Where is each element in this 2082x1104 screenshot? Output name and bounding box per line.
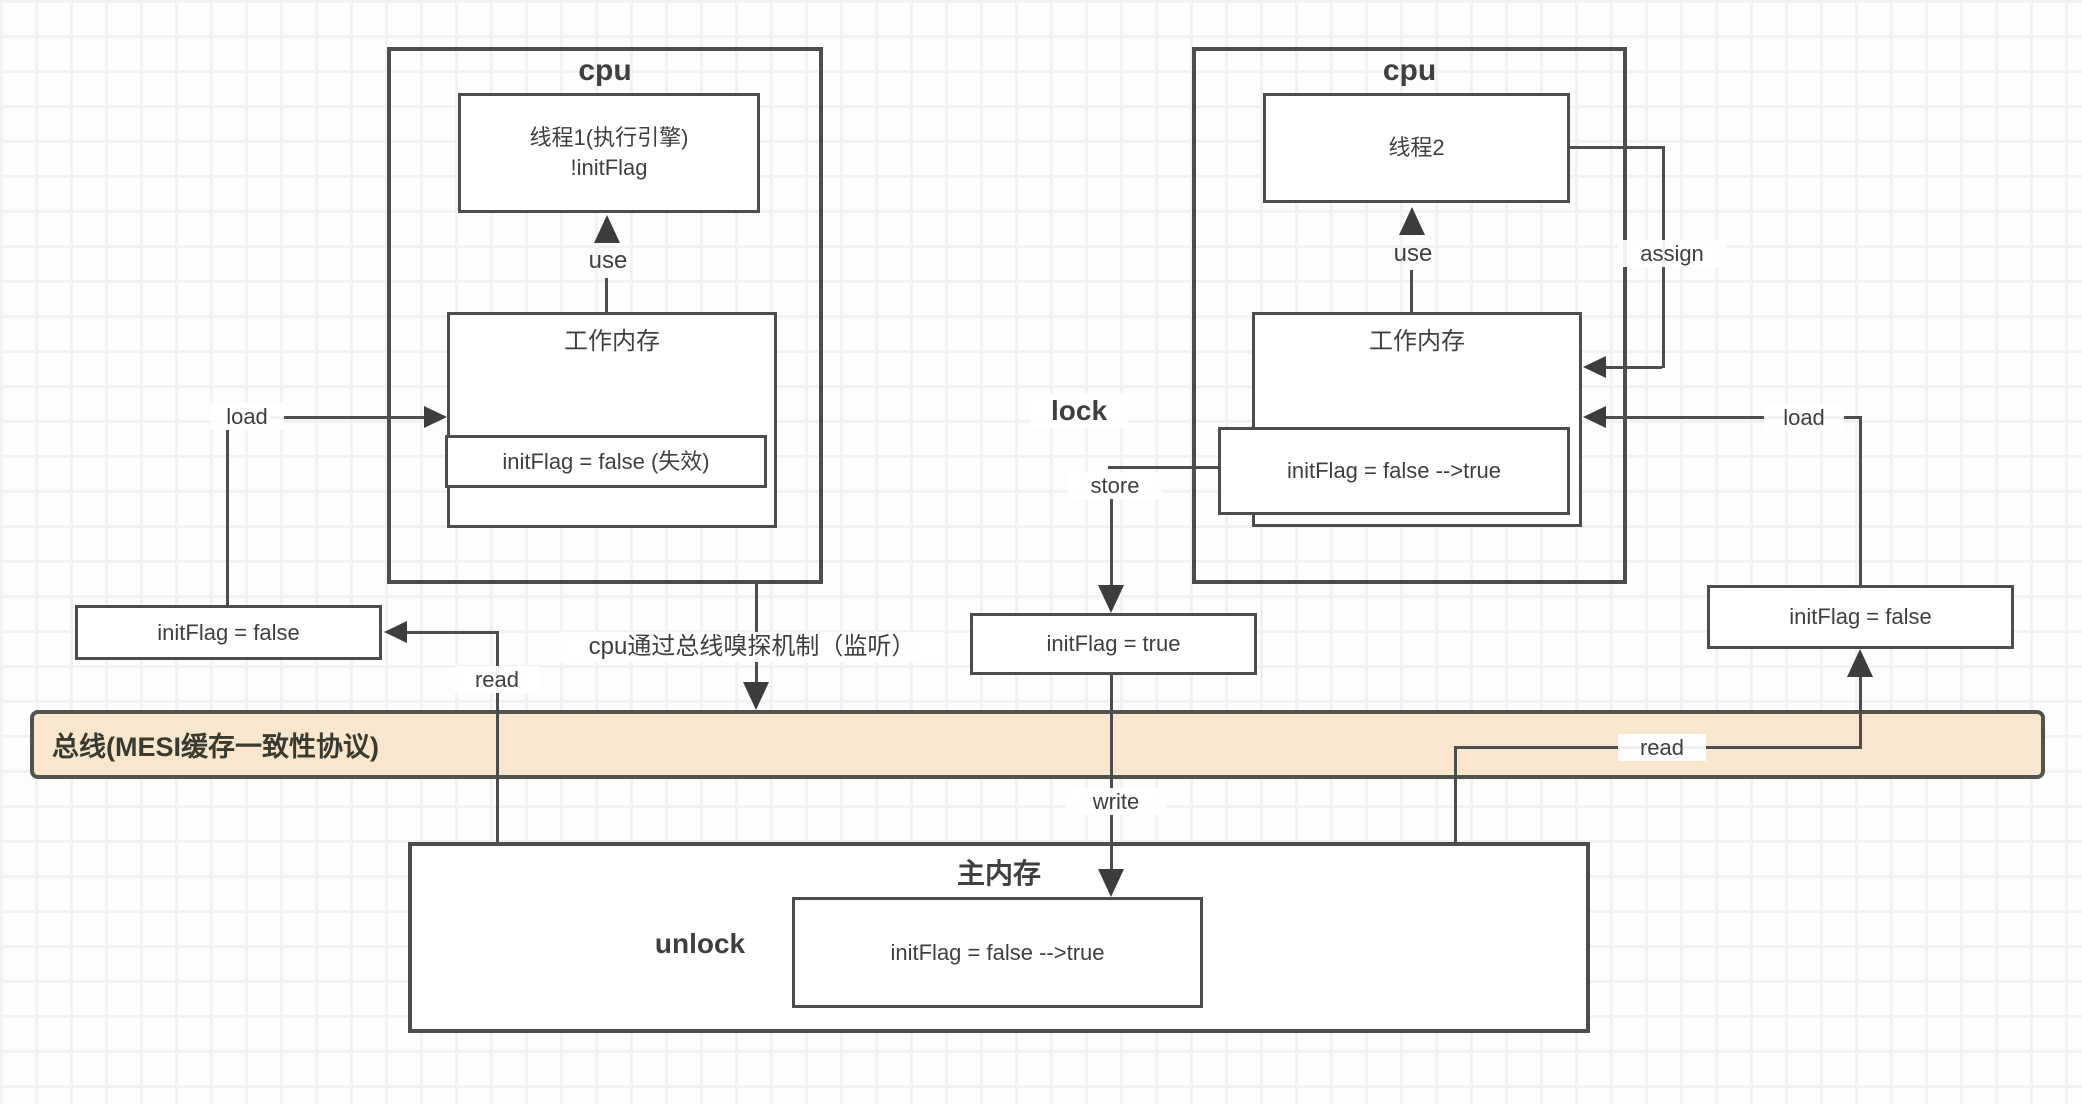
assign-hline-bottom	[1605, 366, 1662, 369]
left-thread-box: 线程1(执行引擎) !initFlag	[458, 93, 760, 213]
assign-hline-top	[1570, 146, 1665, 149]
store-label: store	[1068, 472, 1162, 500]
right-thread-text: 线程2	[1388, 135, 1445, 161]
snoop-arrow-icon	[743, 682, 769, 710]
initflag-true-box: initFlag = true	[970, 613, 1257, 675]
left-load-hline	[270, 416, 426, 419]
right-read-label: read	[1618, 734, 1706, 762]
right-read-arrow-icon	[1847, 649, 1873, 677]
left-flag-invalid-text: initFlag = false (失效)	[502, 448, 710, 474]
mesi-bus-bar: 总线(MESI缓存一致性协议)	[30, 710, 2045, 779]
right-use-line	[1410, 270, 1413, 312]
right-use-label: use	[1393, 240, 1433, 267]
right-working-memory-title: 工作内存	[1369, 328, 1465, 355]
store-vline	[1110, 498, 1113, 588]
right-read-vline-down	[1454, 748, 1457, 842]
assign-arrow-icon	[1583, 356, 1606, 378]
right-thread-box: 线程2	[1263, 93, 1570, 203]
right-load-vline	[1859, 416, 1862, 585]
write-label: write	[1066, 788, 1166, 816]
left-load-label: load	[210, 403, 284, 431]
left-read-vline	[496, 631, 499, 842]
right-load-label: load	[1764, 404, 1844, 432]
right-initflag-false-box: initFlag = false	[1707, 585, 2014, 649]
unlock-label: unlock	[654, 928, 746, 959]
initflag-true-text: initFlag = true	[1046, 631, 1181, 657]
assign-label: assign	[1618, 240, 1726, 268]
left-use-label: use	[588, 247, 628, 274]
right-load-arrow-icon	[1583, 406, 1606, 428]
left-initflag-false-text: initFlag = false	[157, 619, 300, 645]
snoop-label: cpu通过总线嗅探机制（监听）	[560, 632, 944, 662]
right-flag-change-text: initFlag = false -->true	[1287, 458, 1501, 484]
left-use-line	[605, 278, 608, 314]
right-cpu-title: cpu	[1382, 54, 1437, 87]
left-load-arrow-icon	[424, 406, 447, 428]
left-read-label: read	[455, 666, 539, 694]
write-arrow-icon	[1098, 869, 1124, 897]
right-load-hline	[1605, 416, 1861, 419]
right-read-vline-up	[1859, 670, 1862, 748]
left-load-vline	[226, 430, 229, 605]
lock-label: lock	[1030, 394, 1128, 429]
left-read-arrow-icon	[384, 621, 407, 643]
left-thread-line2: !initFlag	[570, 155, 648, 180]
store-arrow-icon	[1098, 585, 1124, 613]
bus-label: 总线(MESI缓存一致性协议)	[52, 732, 379, 762]
left-working-memory-box: 工作内存	[447, 312, 777, 528]
left-cpu-box	[387, 47, 823, 584]
main-memory-flag-box: initFlag = false -->true	[792, 897, 1203, 1008]
write-vline	[1110, 675, 1113, 871]
left-working-memory-title: 工作内存	[564, 328, 660, 355]
main-memory-title: 主内存	[956, 858, 1041, 889]
store-hline	[1108, 466, 1220, 469]
right-cpu-box	[1192, 47, 1627, 584]
left-flag-invalid-box: initFlag = false (失效)	[445, 435, 767, 488]
left-read-hline	[407, 631, 499, 634]
right-initflag-false-text: initFlag = false	[1789, 604, 1932, 630]
right-flag-change-box: initFlag = false -->true	[1218, 427, 1570, 515]
left-use-arrow-icon	[594, 215, 620, 243]
main-memory-flag-text: initFlag = false -->true	[890, 939, 1105, 965]
left-initflag-false-box: initFlag = false	[75, 605, 382, 660]
left-cpu-title: cpu	[578, 54, 632, 87]
right-use-arrow-icon	[1399, 207, 1425, 235]
left-thread-line1: 线程1(执行引擎)	[529, 125, 689, 151]
